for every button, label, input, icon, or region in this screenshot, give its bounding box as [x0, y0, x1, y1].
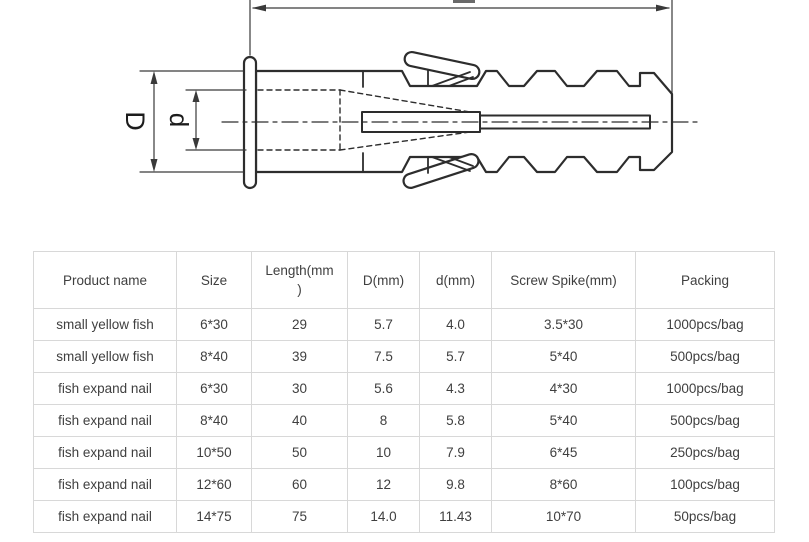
cell-size: 10*50 [176, 436, 252, 469]
arrowhead-left-icon [252, 4, 266, 12]
cell-D: 10 [347, 436, 420, 469]
cell-size: 12*60 [176, 468, 252, 501]
cell-D: 14.0 [347, 500, 420, 533]
cell-length: 60 [251, 468, 348, 501]
technical-drawing: D d [120, 0, 698, 190]
col-header-D: D(mm) [347, 251, 420, 309]
cell-D: 5.7 [347, 308, 420, 341]
cell-d: 5.8 [419, 404, 492, 437]
arrowhead-up-icon [192, 90, 200, 102]
col-header-size: Size [176, 251, 252, 309]
cell-length: 50 [251, 436, 348, 469]
table-row: fish expand nail 10*50 50 10 7.9 6*45 25… [33, 436, 775, 469]
cell-packing: 1000pcs/bag [635, 308, 775, 341]
cell-packing: 100pcs/bag [635, 468, 775, 501]
table-row: fish expand nail 8*40 40 8 5.8 5*40 500p… [33, 404, 775, 437]
cell-size: 14*75 [176, 500, 252, 533]
arrowhead-down-icon [150, 159, 158, 172]
cell-size: 8*40 [176, 340, 252, 373]
col-header-length: Length(mm ) [251, 251, 348, 309]
dimension-D: D [120, 70, 244, 173]
cell-packing: 250pcs/bag [635, 436, 775, 469]
cell-D: 5.6 [347, 372, 420, 405]
cell-D: 8 [347, 404, 420, 437]
cell-screw-spike: 4*30 [491, 372, 636, 405]
cell-d: 11.43 [419, 500, 492, 533]
cell-packing: 50pcs/bag [635, 500, 775, 533]
dim-d-label: d [164, 113, 194, 127]
col-header-d: d(mm) [419, 251, 492, 309]
cell-screw-spike: 6*45 [491, 436, 636, 469]
cell-product-name: fish expand nail [33, 436, 177, 469]
cell-length: 40 [251, 404, 348, 437]
cell-screw-spike: 3.5*30 [491, 308, 636, 341]
spec-table: Product name Size Length(mm ) D(mm) d(mm… [33, 251, 775, 533]
arrowhead-down-icon [192, 138, 200, 150]
table-row: fish expand nail 6*30 30 5.6 4.3 4*30 10… [33, 372, 775, 405]
cell-size: 6*30 [176, 308, 252, 341]
cell-d: 4.0 [419, 308, 492, 341]
cell-packing: 1000pcs/bag [635, 372, 775, 405]
cell-length: 39 [251, 340, 348, 373]
col-header-packing: Packing [635, 251, 775, 309]
dim-D-label: D [120, 111, 150, 131]
cell-product-name: fish expand nail [33, 404, 177, 437]
header-row: Product name Size Length(mm ) D(mm) d(mm… [33, 251, 775, 309]
arrowhead-up-icon [150, 71, 158, 84]
cell-packing: 500pcs/bag [635, 340, 775, 373]
dimension-d: d [164, 89, 247, 151]
cell-product-name: small yellow fish [33, 340, 177, 373]
clipped-dimension-label [453, 0, 475, 3]
cell-packing: 500pcs/bag [635, 404, 775, 437]
cell-size: 8*40 [176, 404, 252, 437]
cell-length: 30 [251, 372, 348, 405]
cell-product-name: fish expand nail [33, 468, 177, 501]
cell-d: 7.9 [419, 436, 492, 469]
arrowhead-right-icon [656, 4, 670, 12]
cell-screw-spike: 5*40 [491, 340, 636, 373]
cell-d: 5.7 [419, 340, 492, 373]
cell-D: 12 [347, 468, 420, 501]
cell-product-name: fish expand nail [33, 500, 177, 533]
table-row: fish expand nail 12*60 60 12 9.8 8*60 10… [33, 468, 775, 501]
table-row: small yellow fish 6*30 29 5.7 4.0 3.5*30… [33, 308, 775, 341]
cell-length: 75 [251, 500, 348, 533]
cell-d: 9.8 [419, 468, 492, 501]
cell-product-name: small yellow fish [33, 308, 177, 341]
cell-screw-spike: 10*70 [491, 500, 636, 533]
cell-size: 6*30 [176, 372, 252, 405]
cell-screw-spike: 8*60 [491, 468, 636, 501]
length-dimension [249, 0, 673, 94]
cell-product-name: fish expand nail [33, 372, 177, 405]
top-fin [403, 50, 481, 87]
table-row: small yellow fish 8*40 39 7.5 5.7 5*40 5… [33, 340, 775, 373]
cell-D: 7.5 [347, 340, 420, 373]
col-header-screw-spike: Screw Spike(mm) [491, 251, 636, 309]
col-header-product-name: Product name [33, 251, 177, 309]
cell-d: 4.3 [419, 372, 492, 405]
cell-length: 29 [251, 308, 348, 341]
cell-screw-spike: 5*40 [491, 404, 636, 437]
table-row: fish expand nail 14*75 75 14.0 11.43 10*… [33, 500, 775, 533]
bottom-fin [402, 153, 480, 189]
hidden-cone-lines [257, 89, 471, 151]
